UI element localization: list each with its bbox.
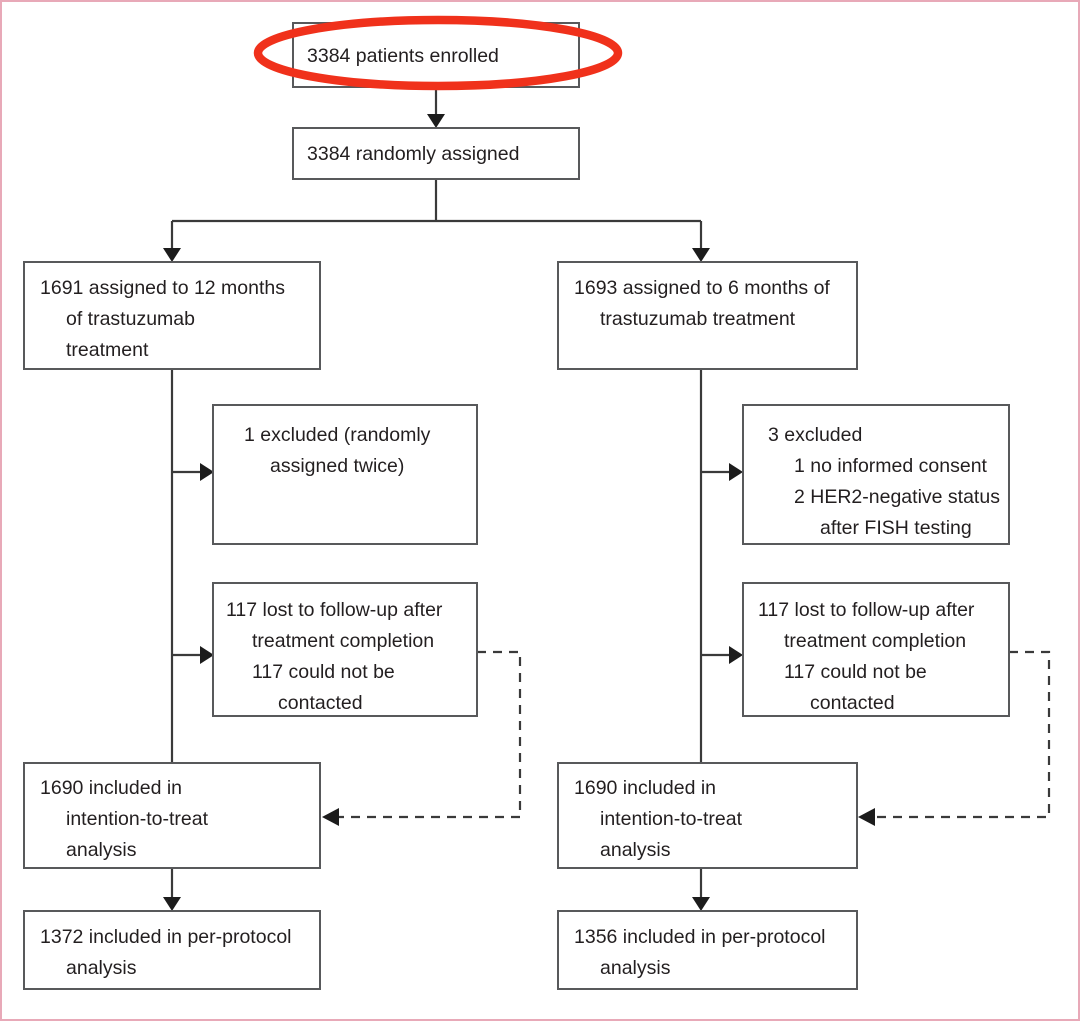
text-line: 117 lost to follow-up after: [226, 599, 443, 621]
text-line: 3384 randomly assigned: [307, 143, 519, 165]
text-line: treatment: [66, 339, 149, 361]
node-arm12-assigned[interactable]: 1691 assigned to 12 months of trastuzumab…: [23, 261, 321, 370]
text-line: contacted: [278, 692, 363, 714]
arm6-assigned-text: 1693 assigned to 6 months of trastuzumab …: [574, 277, 830, 330]
text-line: of trastuzumab: [66, 308, 195, 330]
node-arm6-assigned[interactable]: 1693 assigned to 6 months of trastuzumab …: [557, 261, 858, 370]
arm6-excluded-box[interactable]: [742, 404, 1010, 545]
arrow-head-arm6-pp: [692, 897, 710, 911]
arrow-head-arm6-itt-dashed: [858, 808, 875, 826]
text-line: 1690 included in: [40, 777, 182, 799]
text-line: treatment completion: [784, 630, 966, 652]
arm6-pp-box[interactable]: [557, 910, 858, 990]
text-line: trastuzumab treatment: [600, 308, 796, 330]
arm12-pp-box[interactable]: [23, 910, 321, 990]
arrow-head-arm6-assigned: [692, 248, 710, 262]
arm6-lost-text: 117 lost to follow-up after treatment com…: [758, 599, 975, 714]
arm12-assigned-text: 1691 assigned to 12 months of trastuzumab…: [40, 277, 285, 361]
node-randomized[interactable]: 3384 randomly assigned: [292, 127, 580, 180]
connector-layer: [163, 87, 1051, 911]
arrow-head-arm12-itt-dashed: [322, 808, 339, 826]
text-line: analysis: [66, 839, 137, 861]
enrolled-text: 3384 patients enrolled: [307, 45, 499, 67]
node-arm6-excluded[interactable]: 3 excluded 1 no informed consent 2 HER2-ne…: [742, 404, 1010, 545]
arm6-itt-text: 1690 included in intention-to-treat analys…: [574, 777, 743, 861]
node-arm6-lost[interactable]: 117 lost to follow-up after treatment com…: [742, 582, 1010, 717]
enrolled-box[interactable]: [292, 22, 580, 88]
text-line: analysis: [600, 957, 671, 979]
randomized-text: 3384 randomly assigned: [307, 143, 519, 165]
arm12-lost-text: 117 lost to follow-up after treatment com…: [226, 599, 443, 714]
connector-arm12-lost-to-itt-dashed: [339, 650, 522, 819]
node-arm12-itt[interactable]: 1690 included in intention-to-treat analys…: [23, 762, 321, 869]
arm6-excluded-text: 3 excluded 1 no informed consent 2 HER2-ne…: [768, 424, 1000, 539]
arm12-excluded-text: 1 excluded (randomly assigned twice): [244, 424, 431, 477]
text-line: 1356 included in per-protocol: [574, 926, 826, 948]
arm12-pp-text: 1372 included in per-protocol analysis: [40, 926, 292, 979]
text-line: 1 no informed consent: [794, 455, 988, 477]
text-line: 3384 patients enrolled: [307, 45, 499, 67]
text-line: 1372 included in per-protocol: [40, 926, 292, 948]
arrow-head-arm12-lost: [200, 646, 214, 664]
arm12-itt-text: 1690 included in intention-to-treat analys…: [40, 777, 209, 861]
text-line: 117 could not be: [784, 661, 927, 683]
node-enrolled[interactable]: 3384 patients enrolled: [292, 22, 580, 88]
arm12-itt-box[interactable]: [23, 762, 321, 869]
text-line: 117 could not be: [252, 661, 395, 683]
arm6-itt-box[interactable]: [557, 762, 858, 869]
text-line: 1 excluded (randomly: [244, 424, 431, 446]
arm6-lost-box[interactable]: [742, 582, 1010, 717]
node-arm12-excluded[interactable]: 1 excluded (randomly assigned twice): [212, 404, 478, 545]
text-line: assigned twice): [270, 455, 404, 477]
text-line: 3 excluded: [768, 424, 862, 446]
text-line: 117 lost to follow-up after: [758, 599, 975, 621]
text-line: after FISH testing: [820, 517, 972, 539]
arrow-head-arm6-excluded: [729, 463, 743, 481]
arm12-lost-box[interactable]: [212, 582, 478, 717]
text-line: contacted: [810, 692, 895, 714]
arrow-head-randomized: [427, 114, 445, 128]
arm6-pp-text: 1356 included in per-protocol analysis: [574, 926, 826, 979]
arrow-head-arm12-pp: [163, 897, 181, 911]
text-line: 1691 assigned to 12 months: [40, 277, 285, 299]
arm12-assigned-box[interactable]: [23, 261, 321, 370]
node-arm12-per-protocol[interactable]: 1372 included in per-protocol analysis: [23, 910, 321, 990]
arm6-assigned-box[interactable]: [557, 261, 858, 370]
arrow-head-arm12-excluded: [200, 463, 214, 481]
text-line: intention-to-treat: [66, 808, 209, 830]
text-line: 1690 included in: [574, 777, 716, 799]
text-line: 1693 assigned to 6 months of: [574, 277, 830, 299]
arm12-excluded-box[interactable]: [212, 404, 478, 545]
node-arm6-per-protocol[interactable]: 1356 included in per-protocol analysis: [557, 910, 858, 990]
node-arm6-itt[interactable]: 1690 included in intention-to-treat analys…: [557, 762, 858, 869]
text-line: analysis: [600, 839, 671, 861]
text-line: 2 HER2-negative status: [794, 486, 1000, 508]
text-line: treatment completion: [252, 630, 434, 652]
arrow-head-arm6-lost: [729, 646, 743, 664]
randomized-box[interactable]: [292, 127, 580, 180]
arrow-head-arm12-assigned: [163, 248, 181, 262]
node-arm12-lost[interactable]: 117 lost to follow-up after treatment com…: [212, 582, 478, 717]
red-ellipse-annotation-icon: [253, 15, 623, 91]
text-line: intention-to-treat: [600, 808, 743, 830]
text-line: analysis: [66, 957, 137, 979]
connector-arm6-lost-to-itt-dashed: [875, 650, 1051, 819]
